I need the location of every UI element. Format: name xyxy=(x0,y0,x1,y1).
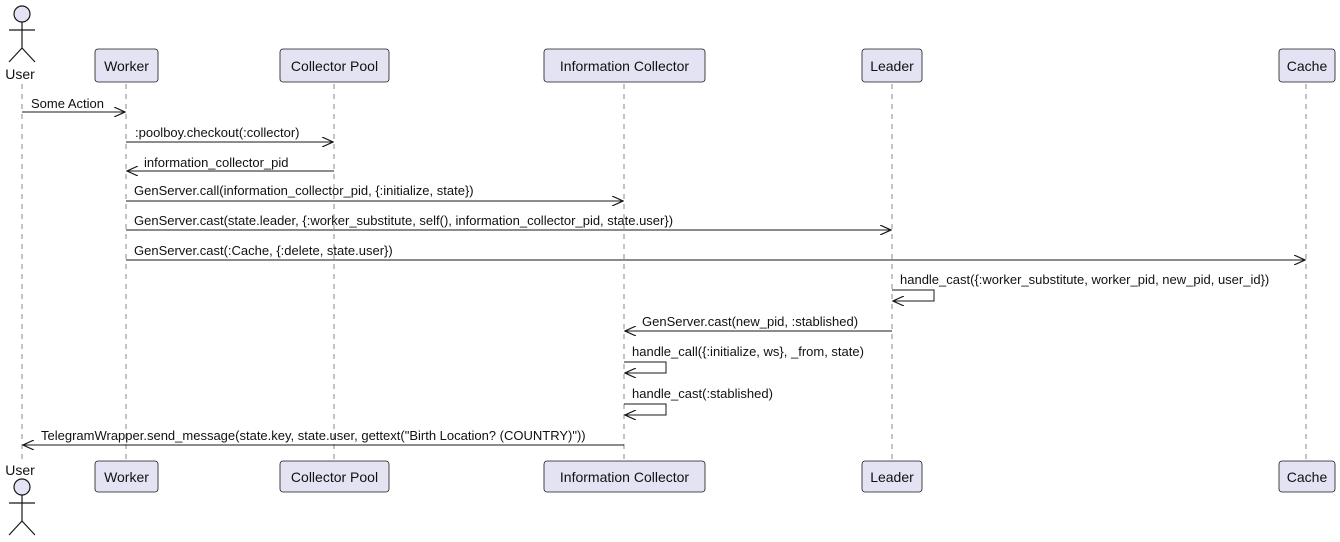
message-genserver-cast-leader: GenServer.cast(state.leader, {:worker_su… xyxy=(126,213,891,230)
message-label: information_collector_pid xyxy=(144,155,289,170)
information-collector-label-top: Information Collector xyxy=(560,58,690,74)
participant-collector-pool-bottom: Collector Pool xyxy=(279,460,390,493)
participant-information-collector-top: Information Collector xyxy=(543,48,706,83)
message-label: handle_cast({:worker_substitute, worker_… xyxy=(900,272,1269,287)
leader-label-top: Leader xyxy=(870,58,914,74)
cache-label-top: Cache xyxy=(1287,58,1328,74)
participant-worker-top: Worker xyxy=(94,48,159,83)
message-label: GenServer.cast(:Cache, {:delete, state.u… xyxy=(134,243,393,258)
collector-pool-label-top: Collector Pool xyxy=(291,58,378,74)
message-genserver-cast-cache: GenServer.cast(:Cache, {:delete, state.u… xyxy=(126,243,1305,260)
message-label: :poolboy.checkout(:collector) xyxy=(135,125,300,140)
participant-collector-pool-top: Collector Pool xyxy=(279,48,390,83)
message-label: GenServer.call(information_collector_pid… xyxy=(134,183,474,198)
user-label-top: User xyxy=(5,66,35,82)
message-handle-cast-stablished: handle_cast(:stablished) xyxy=(624,386,773,415)
leader-label-bottom: Leader xyxy=(870,469,914,485)
message-label: handle_call({:initialize, ws}, _from, st… xyxy=(632,344,864,359)
participant-worker-bottom: Worker xyxy=(94,460,159,493)
information-collector-label-bottom: Information Collector xyxy=(560,469,690,485)
participant-cache-top: Cache xyxy=(1278,48,1336,83)
message-label: handle_cast(:stablished) xyxy=(632,386,773,401)
participant-leader-bottom: Leader xyxy=(861,460,923,493)
message-label: GenServer.cast(new_pid, :stablished) xyxy=(642,314,858,329)
message-leader-handle-cast: handle_cast({:worker_substitute, worker_… xyxy=(892,272,1269,301)
participant-leader-top: Leader xyxy=(861,48,923,83)
message-information-collector-pid: information_collector_pid xyxy=(127,155,334,171)
message-telegram-send-message: TelegramWrapper.send_message(state.key, … xyxy=(23,428,624,445)
message-label: Some Action xyxy=(31,96,104,111)
message-label: GenServer.cast(state.leader, {:worker_su… xyxy=(134,213,673,228)
user-actor-bottom: User xyxy=(5,462,36,536)
participant-information-collector-bottom: Information Collector xyxy=(543,460,706,493)
participant-cache-bottom: Cache xyxy=(1278,460,1336,493)
user-actor-top: User xyxy=(5,5,36,82)
message-poolboy-checkout: :poolboy.checkout(:collector) xyxy=(126,125,333,142)
worker-label-bottom: Worker xyxy=(104,469,149,485)
user-actor-head xyxy=(13,478,31,496)
user-actor-head xyxy=(13,5,31,23)
worker-label-top: Worker xyxy=(104,58,149,74)
message-handle-call-initialize: handle_call({:initialize, ws}, _from, st… xyxy=(624,344,864,373)
message-label: TelegramWrapper.send_message(state.key, … xyxy=(41,428,586,443)
user-label-bottom: User xyxy=(5,462,35,478)
cache-label-bottom: Cache xyxy=(1287,469,1328,485)
message-genserver-call-initialize: GenServer.call(information_collector_pid… xyxy=(126,183,623,201)
message-some-action: Some Action xyxy=(22,96,125,112)
collector-pool-label-bottom: Collector Pool xyxy=(291,469,378,485)
message-genserver-cast-new-pid: GenServer.cast(new_pid, :stablished) xyxy=(625,314,892,331)
